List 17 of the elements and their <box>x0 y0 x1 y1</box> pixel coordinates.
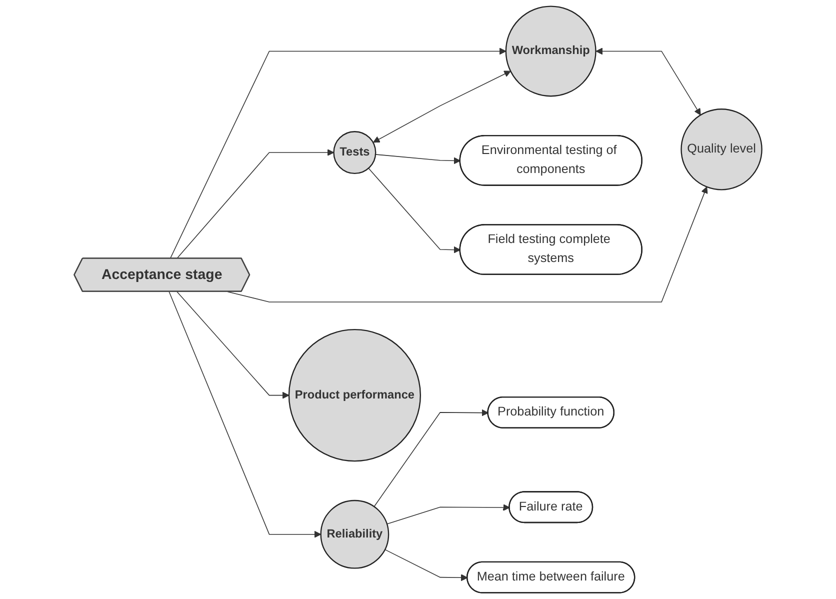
arrow <box>168 291 322 538</box>
node-circle: Product performance <box>288 328 422 462</box>
arrow <box>596 48 701 116</box>
arrow <box>384 549 468 582</box>
arrow <box>373 70 511 143</box>
arrow <box>170 48 506 259</box>
arrow <box>374 409 488 507</box>
node-circle: Tests <box>333 131 376 174</box>
node-circle: Quality level <box>680 108 762 190</box>
node-circle: Reliability <box>320 500 390 569</box>
arrow <box>368 168 461 254</box>
arrow <box>176 149 334 259</box>
arrow <box>386 504 510 524</box>
arrow <box>375 154 461 164</box>
arrow <box>227 186 708 302</box>
arrow <box>176 291 290 399</box>
node-circle: Workmanship <box>505 6 596 97</box>
